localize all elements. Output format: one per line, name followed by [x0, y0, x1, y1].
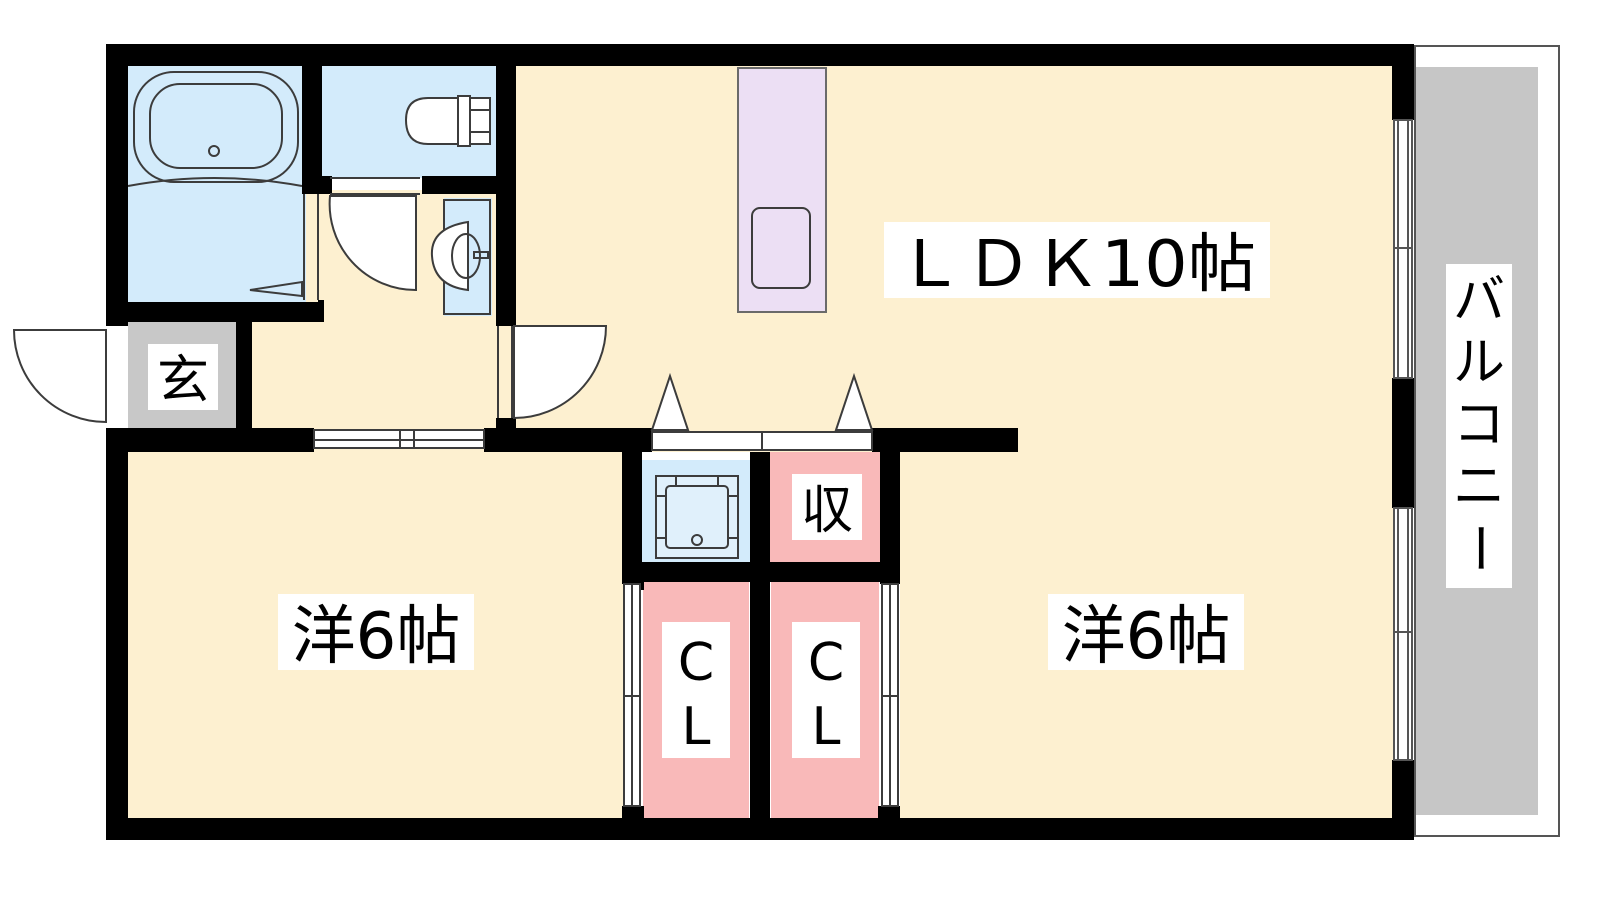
balcony-char-4: ニ — [1453, 457, 1505, 517]
closet-left-c: C — [678, 633, 714, 693]
window-icon — [1393, 119, 1413, 379]
wall-closet-right-r2 — [878, 806, 900, 840]
fixtures — [127, 71, 811, 559]
western-left-label: 洋6帖 — [292, 600, 461, 674]
wall-storage-mid — [750, 452, 770, 840]
closet-right-c: C — [808, 633, 844, 693]
closet-left-l: L — [682, 697, 711, 757]
wall-ldk-bottom-r — [872, 428, 1018, 452]
balcony-char-3: コ — [1453, 395, 1505, 455]
door-swing-icon — [12, 326, 112, 428]
ldk-label: ＬＤＫ10帖 — [896, 228, 1256, 302]
closet-right-l: L — [812, 697, 841, 757]
washer-pan-icon — [655, 475, 739, 559]
wall-top — [106, 44, 1414, 66]
sliding-door-icon — [881, 583, 899, 807]
door-swing-icon — [249, 194, 319, 300]
wall-right-top — [1392, 44, 1414, 120]
walls — [106, 44, 1414, 840]
sliding-door-icon — [623, 583, 641, 807]
sliding-door-icon — [650, 372, 874, 451]
balcony-char-1: バ — [1453, 271, 1505, 331]
windows — [1393, 119, 1413, 761]
wall-storage-bottom — [622, 562, 900, 582]
wall-hall-bottom-l — [106, 428, 314, 452]
storage-label: 収 — [801, 481, 853, 541]
wall-hall-bottom-r — [484, 428, 652, 452]
doors — [12, 177, 899, 807]
wall-wet-right-upper — [496, 44, 516, 326]
wall-bath-right-low — [318, 300, 324, 322]
entrance-label: 玄 — [157, 351, 209, 411]
wall-entry-pillar — [236, 322, 252, 436]
toilet-icon — [404, 95, 491, 147]
kitchen-sink-icon — [751, 207, 811, 289]
bathtub-icon — [127, 71, 303, 187]
window-icon — [1393, 507, 1413, 761]
wall-storage-right — [880, 452, 900, 584]
wall-storage-left — [622, 452, 642, 584]
balcony-char-5: ー — [1448, 522, 1508, 574]
wall-toilet-bottom-r — [422, 176, 516, 194]
wash-basin-icon — [430, 199, 491, 315]
wall-bath-right — [302, 44, 322, 190]
western-right-label: 洋6帖 — [1062, 600, 1231, 674]
door-swing-icon — [497, 325, 608, 420]
wall-toilet-bottom — [302, 176, 332, 194]
wall-closet-left-l2 — [622, 806, 644, 840]
door-swing-icon — [328, 177, 420, 292]
wall-left-upper — [106, 44, 128, 326]
balcony-char-2: ル — [1453, 333, 1505, 393]
room-labels: ＬＤＫ10帖 洋6帖 洋6帖 玄 収 C L C L バ ル コ ニ ー — [148, 222, 1512, 758]
wall-right-mid — [1392, 378, 1414, 508]
sliding-door-icon — [313, 429, 485, 449]
wall-bath-bottom — [106, 302, 322, 322]
wall-right-bottom — [1392, 760, 1414, 840]
wall-left-lower — [106, 428, 128, 840]
